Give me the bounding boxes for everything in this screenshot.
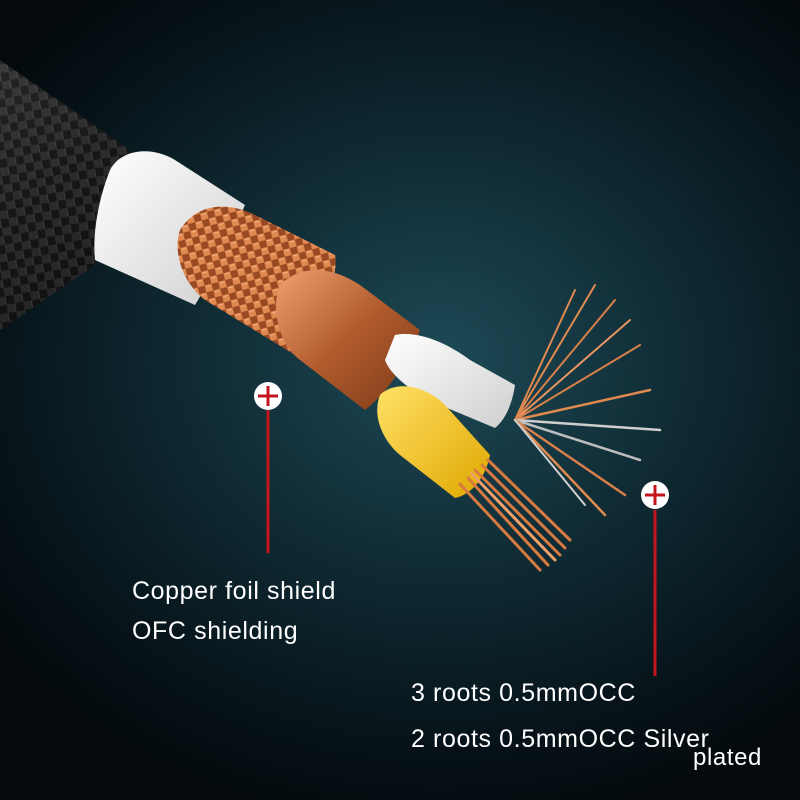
shield-label-line-1: Copper foil shield <box>132 577 336 605</box>
white-core <box>385 334 515 428</box>
conductor-label-line-1: 3 roots 0.5mmOCC <box>411 679 636 707</box>
plus-circle-icon <box>254 382 282 410</box>
copper-strands-yellow <box>458 458 572 572</box>
yellow-core <box>377 386 490 498</box>
copper-foil <box>276 270 420 410</box>
conductor-label-line-3: plated <box>693 744 762 771</box>
conductor-label-line-2: 2 roots 0.5mmOCC Silver <box>411 725 710 753</box>
plus-circle-icon <box>641 481 669 509</box>
copper-strands-white <box>513 284 662 517</box>
shield-label-line-2: OFC shielding <box>132 617 299 645</box>
